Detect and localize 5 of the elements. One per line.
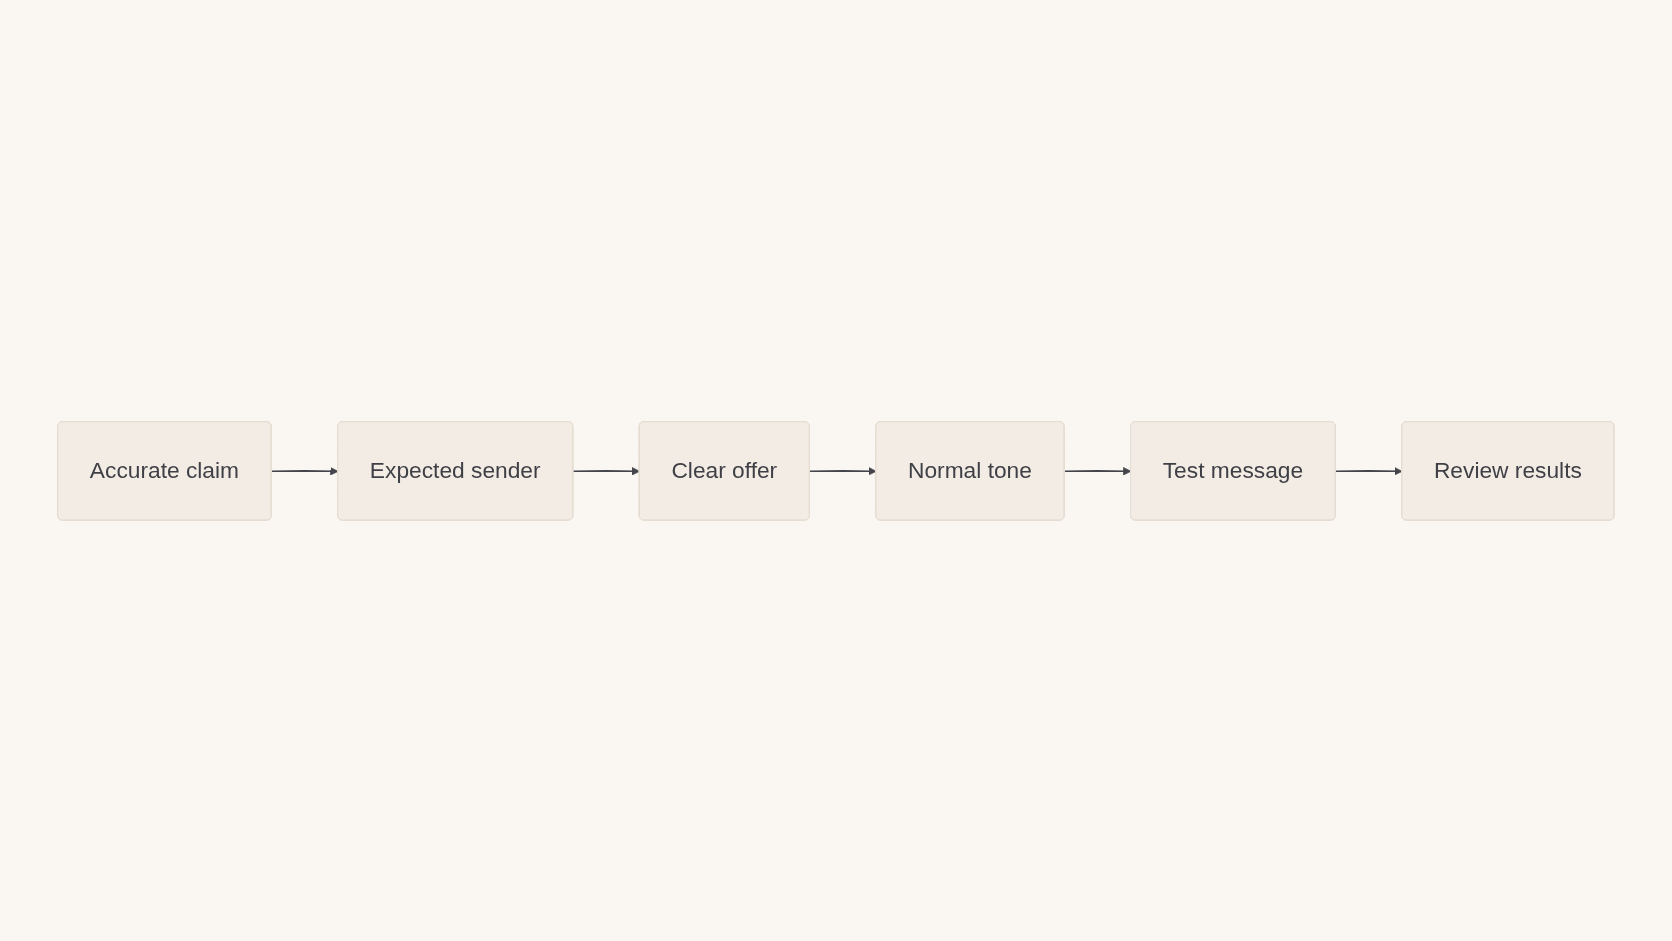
- arrow: [1335, 466, 1403, 476]
- arrow: [572, 466, 641, 476]
- arrow: [271, 466, 339, 476]
- arrow: [1064, 466, 1132, 476]
- arrow: [809, 466, 877, 476]
